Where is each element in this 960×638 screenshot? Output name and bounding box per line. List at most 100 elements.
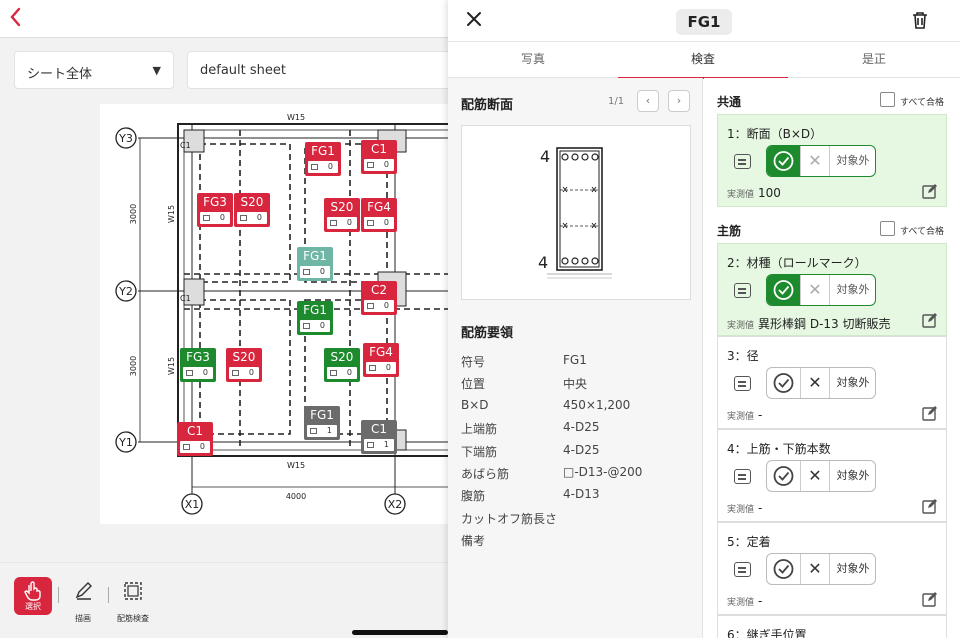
edit-icon[interactable] xyxy=(922,498,938,517)
check-item-title: 3：径 xyxy=(727,349,759,363)
image-icon xyxy=(303,323,310,329)
result-selector: ✕ 対象外 xyxy=(766,460,876,492)
floor-plan-drawing[interactable]: Y3 Y2 Y1 X1 X2 3000 3000 4000 W15 W15 W1… xyxy=(100,104,448,524)
grid-select-icon xyxy=(124,582,142,600)
grid-label-y3: Y3 xyxy=(118,132,133,145)
not-applicable-button[interactable]: 対象外 xyxy=(836,562,870,575)
trash-icon[interactable] xyxy=(912,11,928,32)
image-icon xyxy=(369,365,376,371)
measured-label: 実測値 xyxy=(727,321,755,331)
chevron-left-icon[interactable]: ‹ xyxy=(637,90,659,112)
photo-count-badge: 0 xyxy=(300,266,330,278)
fail-x-icon[interactable]: ✕ xyxy=(800,461,830,491)
toolbar-divider xyxy=(58,587,59,603)
memo-icon[interactable] xyxy=(734,376,751,391)
image-icon xyxy=(367,442,374,448)
marker-label: FG1 xyxy=(311,144,335,158)
beam-label: W15 xyxy=(167,357,176,375)
photo-count: 0 xyxy=(346,368,352,377)
tab-photos[interactable]: 写真 xyxy=(520,52,545,66)
marker-label: S20 xyxy=(330,350,354,364)
pass-check-icon[interactable] xyxy=(767,554,800,584)
photo-count: 0 xyxy=(385,363,391,372)
spec-key: 位置 xyxy=(461,377,486,392)
chevron-right-icon[interactable]: › xyxy=(668,90,690,112)
spec-key: B×D xyxy=(461,397,489,412)
checkbox-icon[interactable] xyxy=(880,92,895,107)
select-tool-label: 選択 xyxy=(25,602,41,611)
image-icon xyxy=(367,220,374,226)
fail-x-icon[interactable]: ✕ xyxy=(800,554,830,584)
edit-icon[interactable] xyxy=(922,312,938,331)
column-label: C1 xyxy=(180,141,191,150)
fail-x-icon[interactable]: ✕ xyxy=(800,368,830,398)
sheet-name-select[interactable]: default sheet xyxy=(187,51,457,89)
memo-icon[interactable] xyxy=(734,562,751,577)
memo-icon[interactable] xyxy=(734,283,751,298)
photo-count-badge: 0 xyxy=(183,367,213,379)
edit-icon[interactable] xyxy=(922,405,938,424)
check-item: 2：材種（ロールマーク）✕対象外実測値異形棒鋼 D-13 切断販売 xyxy=(717,243,947,336)
fail-x-icon[interactable]: ✕ xyxy=(800,146,830,176)
tab-inspection[interactable]: 検査 xyxy=(618,42,788,79)
not-applicable-button[interactable]: 対象外 xyxy=(836,283,870,296)
pass-check-icon[interactable] xyxy=(767,275,800,305)
hand-pointer-icon xyxy=(24,581,41,601)
check-item: 3：径✕対象外実測値- xyxy=(717,336,947,429)
photo-count: 0 xyxy=(256,213,262,222)
measured-value-text: - xyxy=(758,408,763,422)
all-pass-label: すべて合格 xyxy=(900,98,945,108)
checkbox-icon[interactable] xyxy=(880,221,895,236)
select-tool-button[interactable]: 選択 xyxy=(14,577,52,615)
edit-icon[interactable] xyxy=(922,183,938,202)
pass-check-icon[interactable] xyxy=(767,368,800,398)
draw-tool-button[interactable]: 描画 xyxy=(64,577,102,623)
rebar-check-tool-button[interactable]: 配筋検査 xyxy=(114,577,152,623)
bottom-bar-count: 4 xyxy=(538,253,548,272)
not-applicable-button[interactable]: 対象外 xyxy=(836,154,870,167)
photo-count-badge: 0 xyxy=(364,159,394,171)
image-icon xyxy=(186,370,193,376)
pass-check-icon[interactable] xyxy=(767,461,800,491)
memo-icon[interactable] xyxy=(734,154,751,169)
edit-icon[interactable] xyxy=(922,591,938,610)
marker-label: FG4 xyxy=(367,200,391,214)
pass-check-icon[interactable] xyxy=(767,146,800,176)
check-item-title: 2：材種（ロールマーク） xyxy=(727,256,867,270)
marker-label: S20 xyxy=(232,350,256,364)
check-item-title: 1：断面（B×D） xyxy=(727,127,823,141)
photo-count: 0 xyxy=(319,321,325,330)
section-title: 配筋断面 xyxy=(461,98,514,113)
dim-y-upper: 3000 xyxy=(129,204,138,224)
spec-value: 4-D25 xyxy=(563,420,600,435)
column-label: C1 xyxy=(180,294,191,303)
grid-label-x2: X2 xyxy=(388,498,403,511)
tab-correction[interactable]: 是正 xyxy=(861,52,886,66)
rebar-info-column: 配筋断面 1/1 ‹ › 4 4 配筋要領 符号 xyxy=(448,78,703,638)
close-icon[interactable] xyxy=(466,8,482,35)
check-item-title: 5：定着 xyxy=(727,535,771,549)
chevron-left-icon[interactable] xyxy=(8,6,22,34)
fail-x-icon[interactable]: ✕ xyxy=(800,275,830,305)
sheet-select[interactable]: シート全体 ▼ xyxy=(14,51,174,89)
not-applicable-button[interactable]: 対象外 xyxy=(836,469,870,482)
memo-icon[interactable] xyxy=(734,469,751,484)
dim-x: 4000 xyxy=(286,492,306,501)
not-applicable-button[interactable]: 対象外 xyxy=(836,376,870,389)
